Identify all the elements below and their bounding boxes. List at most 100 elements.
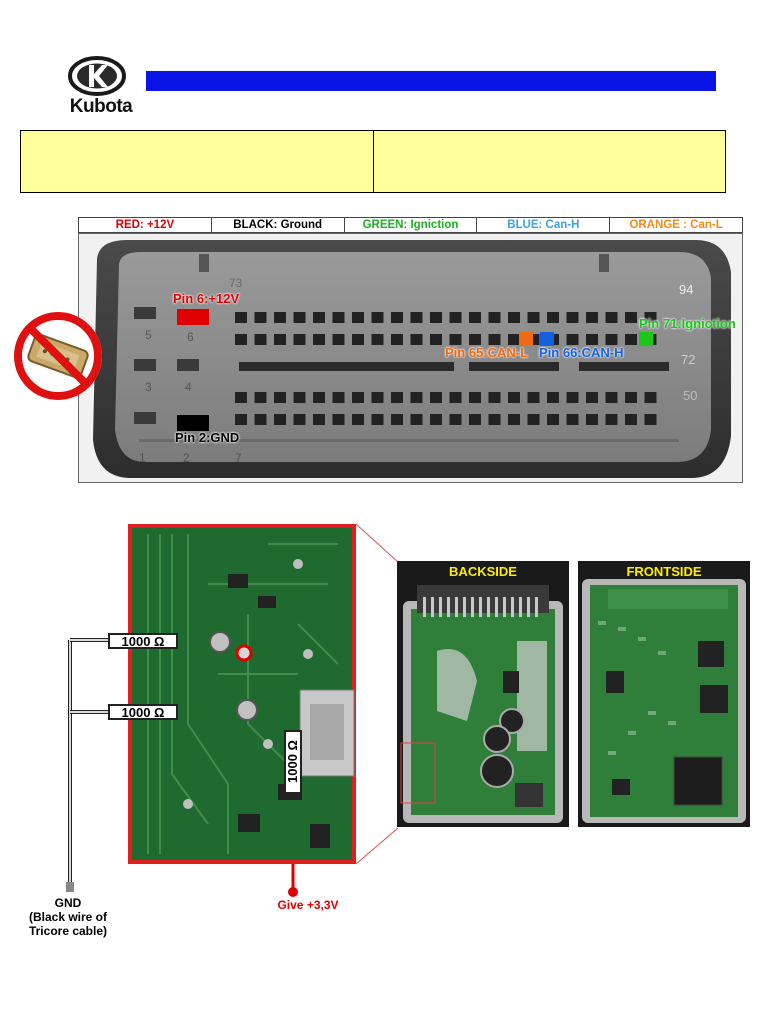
connector-pin <box>605 414 618 425</box>
connector-pin <box>586 334 598 345</box>
connector-pin <box>332 312 345 323</box>
connector-pin <box>449 312 462 323</box>
pin2-marker <box>177 415 209 431</box>
resistor-mid-label: 1000 Ω <box>108 704 178 720</box>
pin65-label: Pin 65:CAN-L <box>445 345 529 360</box>
connector-pin <box>274 414 286 425</box>
legend-blue: BLUE: Can-H <box>476 218 609 232</box>
logo-text: Kubota <box>69 96 133 117</box>
connector-pin <box>313 414 325 425</box>
connector-pin <box>547 312 559 323</box>
gnd-note-line2: Tricore cable) <box>28 924 108 938</box>
pcb-closeup-drawing <box>128 524 356 864</box>
connector-pin <box>430 312 442 323</box>
connector-pin <box>371 392 384 403</box>
title-bar <box>146 71 716 91</box>
connector-pin <box>254 334 267 345</box>
connector-pin <box>293 414 306 425</box>
connector-pin <box>371 334 384 345</box>
connector-pin <box>430 334 442 345</box>
connector-pin <box>625 392 637 403</box>
connector-pin <box>605 334 618 345</box>
connector-pin <box>235 312 247 323</box>
legend-black: BLACK: Ground <box>210 218 344 232</box>
connector-pin <box>586 312 598 323</box>
connector-pin <box>625 334 637 345</box>
connector-pin <box>332 334 345 345</box>
no-cable-icon <box>14 312 102 400</box>
info-cell-left <box>21 131 373 192</box>
connector-pin <box>449 414 462 425</box>
connector-pin <box>566 334 579 345</box>
connector-pin <box>371 414 384 425</box>
gnd-caption: GND (Black wire of Tricore cable) <box>14 896 122 938</box>
connector-pin <box>235 392 247 403</box>
pin-num-1: 1 <box>139 451 146 465</box>
connector-drawing <box>93 240 731 478</box>
pin71-label: Pin 71:Igniction <box>639 316 736 331</box>
connector-pin <box>410 392 423 403</box>
connector-pin <box>430 414 442 425</box>
connector-pin <box>391 414 403 425</box>
connector-pin <box>566 392 579 403</box>
kubota-emblem-icon <box>68 56 126 96</box>
connector-pin <box>254 392 267 403</box>
pin6-label: Pin 6:+12V <box>173 291 240 306</box>
connector-pin <box>293 312 306 323</box>
connector-pin <box>274 334 286 345</box>
connector-pin <box>410 414 423 425</box>
ecu-connector-photo: Pin 6:+12V Pin 2:GND Pin 65:CAN-L Pin 66… <box>78 233 743 483</box>
pin65-marker <box>519 332 533 346</box>
connector-pin <box>508 334 520 345</box>
backside-drawing <box>397 561 569 827</box>
connector-pin <box>332 414 345 425</box>
connector-pin <box>566 414 579 425</box>
connector-pin <box>488 392 501 403</box>
color-legend: RED: +12V BLACK: Ground GREEN: Igniction… <box>78 217 743 233</box>
connector-pin <box>313 392 325 403</box>
connector-pin <box>644 312 657 323</box>
info-table <box>20 130 726 193</box>
connector-pin <box>527 392 540 403</box>
connector-pin <box>586 392 598 403</box>
pin66-label: Pin 66:CAN-H <box>539 345 624 360</box>
pin-num-3: 3 <box>145 380 152 394</box>
connector-pin <box>410 312 423 323</box>
connector-pin <box>352 312 364 323</box>
connector-pin <box>547 392 559 403</box>
connector-pin <box>274 312 286 323</box>
resistor-top-label: 1000 Ω <box>108 633 178 649</box>
connector-pin <box>488 312 501 323</box>
connector-pin <box>313 312 325 323</box>
connector-pin <box>352 334 364 345</box>
kubota-logo: Kubota <box>62 56 140 122</box>
gnd-title: GND <box>54 896 82 910</box>
pin-num-7: 7 <box>235 451 242 465</box>
connector-pin <box>293 392 306 403</box>
connector-pin <box>527 312 540 323</box>
connector-pin <box>547 414 559 425</box>
connector-pin <box>391 334 403 345</box>
connector-pin <box>605 392 618 403</box>
connector-pin <box>235 414 247 425</box>
pcb-closeup-photo <box>128 524 356 864</box>
ecu-backside-photo: BACKSIDE <box>397 561 569 827</box>
legend-orange: ORANGE : Can-L <box>609 218 742 232</box>
connector-pin <box>625 312 637 323</box>
connector-pin <box>469 414 481 425</box>
pin-num-2: 2 <box>183 451 190 465</box>
frontside-drawing <box>578 561 750 827</box>
connector-pin <box>527 414 540 425</box>
connector-pin <box>254 414 267 425</box>
connector-pin <box>508 414 520 425</box>
connector-pin <box>605 312 618 323</box>
connector-pin <box>352 392 364 403</box>
connector-pin <box>332 392 345 403</box>
connector-pin <box>293 334 306 345</box>
connector-pin <box>508 392 520 403</box>
pin-num-73: 73 <box>229 276 243 290</box>
connector-pin <box>254 312 267 323</box>
frontside-title: FRONTSIDE <box>626 564 702 579</box>
backside-title: BACKSIDE <box>449 564 517 579</box>
pin-num-5: 5 <box>145 328 152 342</box>
